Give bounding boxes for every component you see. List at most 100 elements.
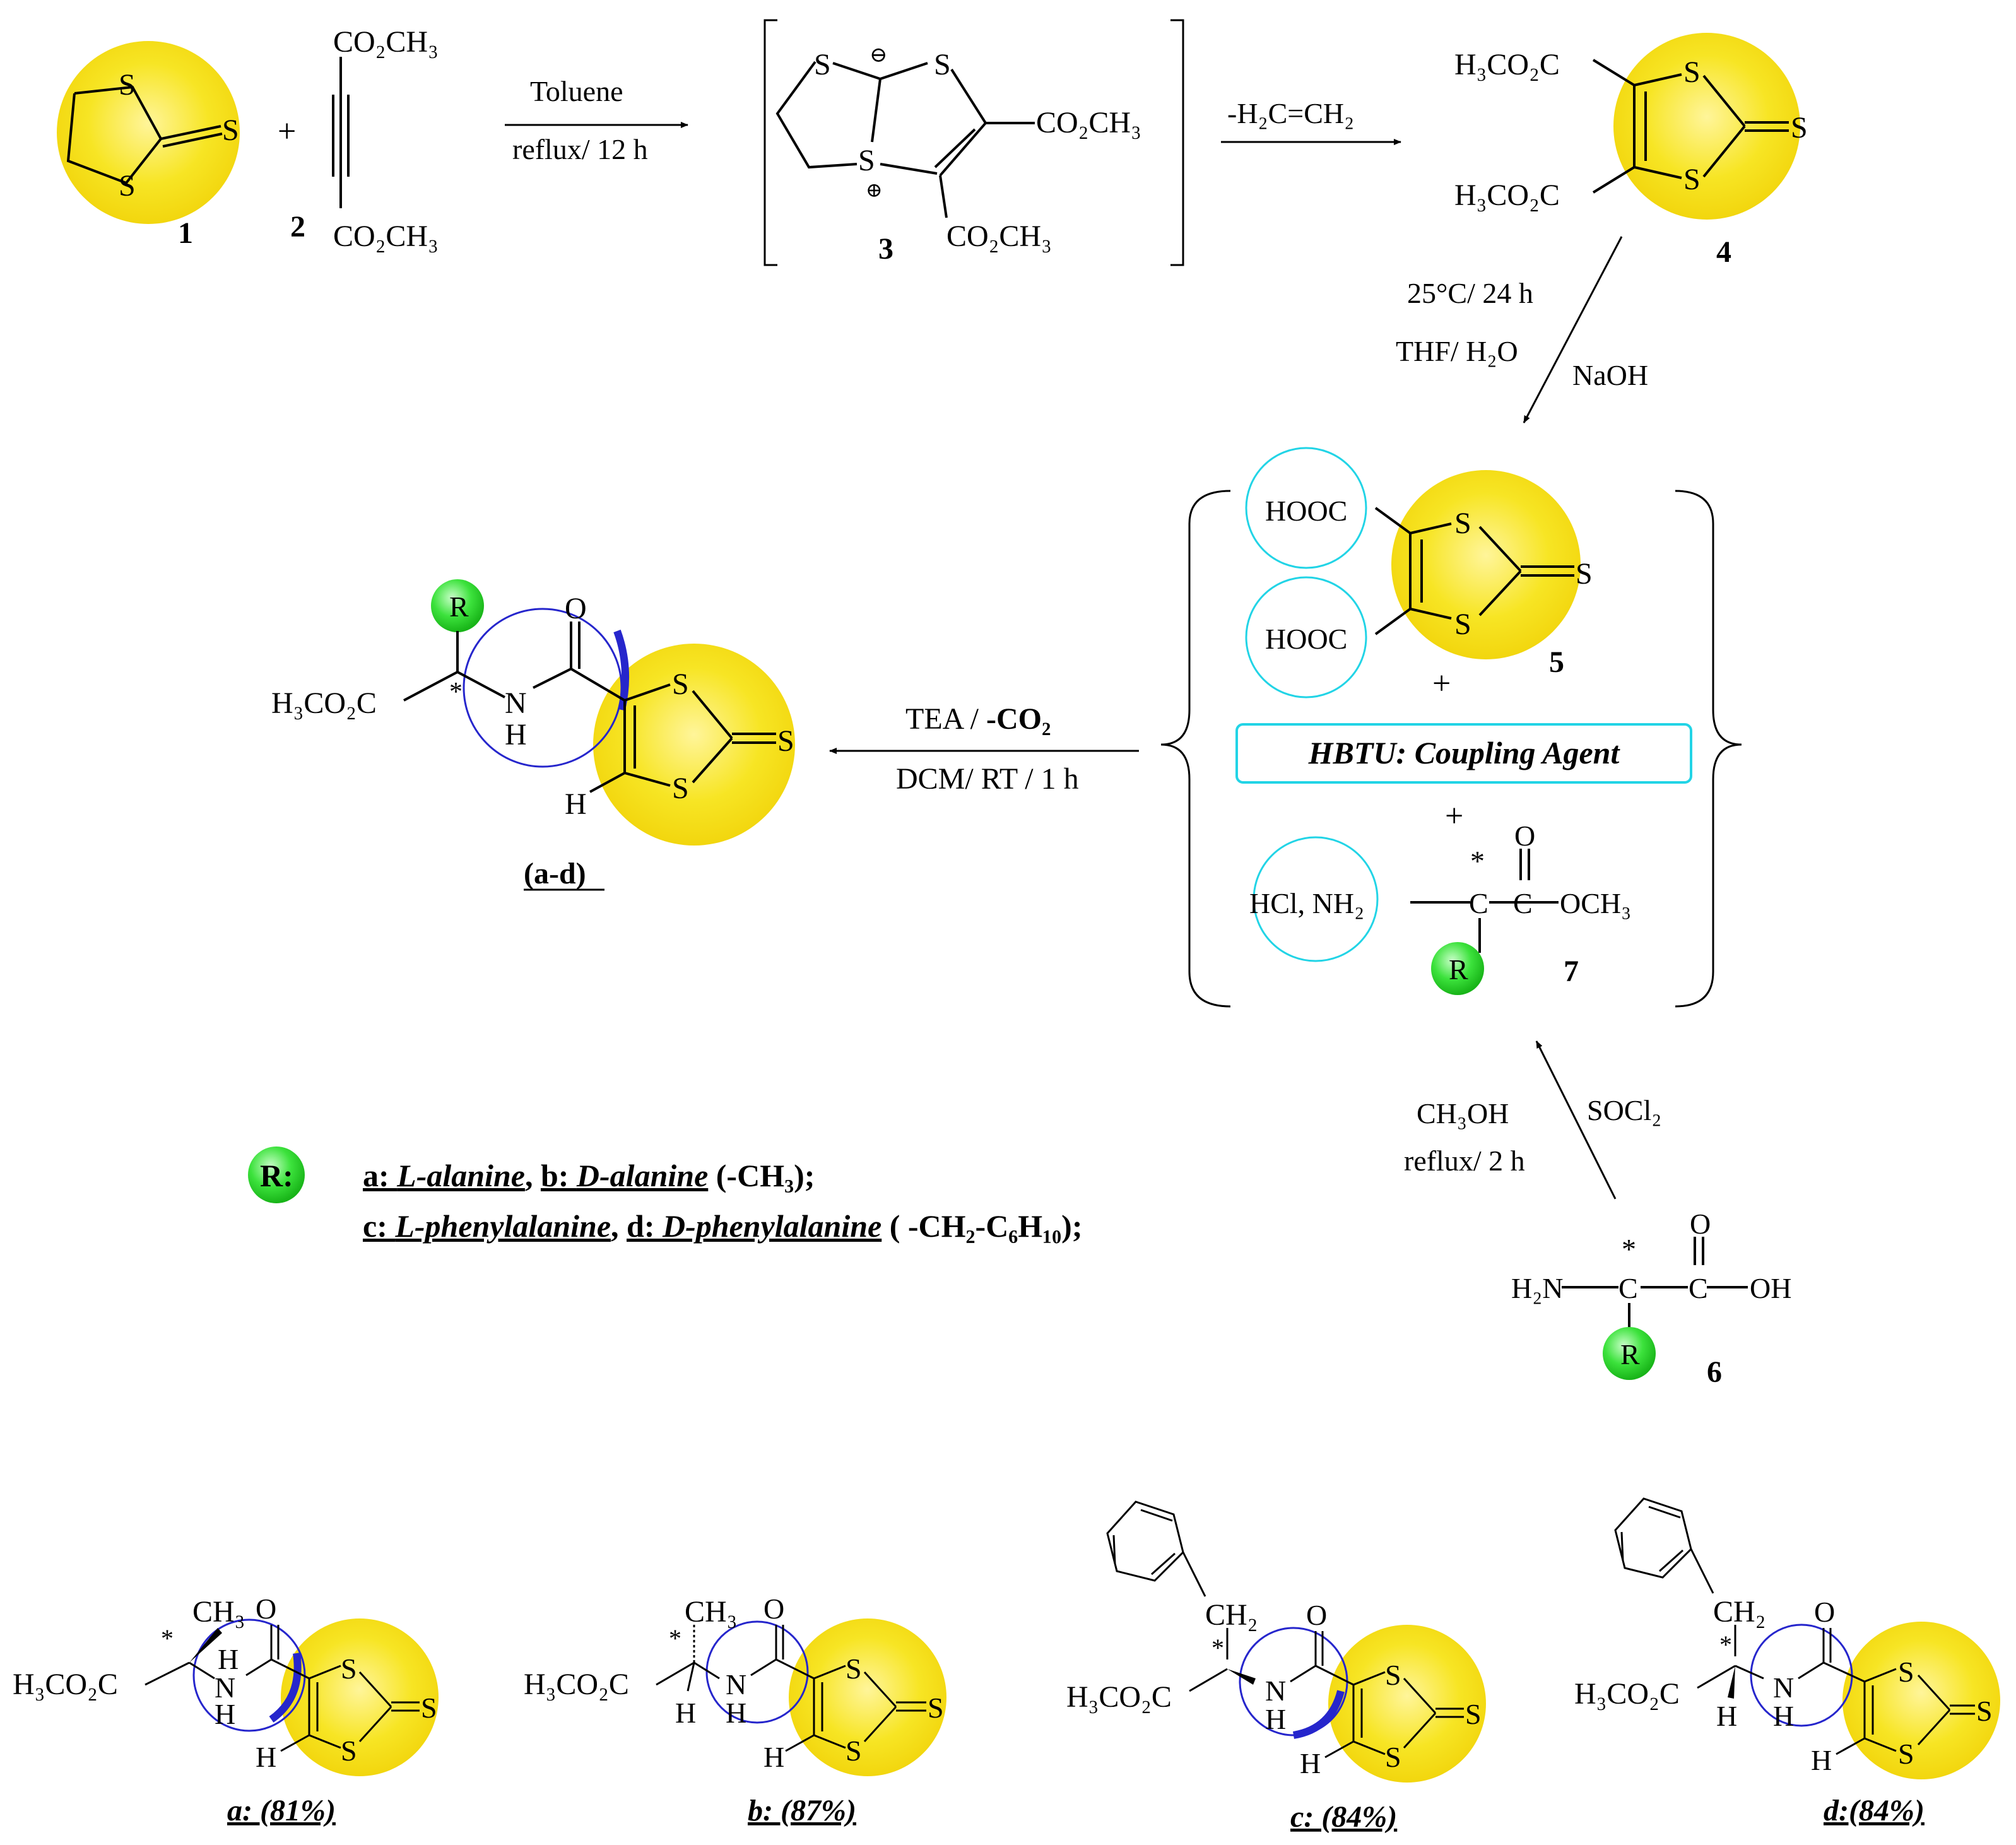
chiral-star: * (161, 1624, 174, 1653)
carbon: C (1469, 887, 1488, 919)
legend-segment: L-alanine (396, 1158, 525, 1193)
step-5-arrow: CH₃OH reflux/ 2 h SOCl₂ (1404, 1040, 1661, 1200)
legend-segment: b: (541, 1158, 577, 1193)
atom-s: S (1385, 1741, 1401, 1773)
thione-ring-highlight (281, 1618, 439, 1776)
condition-solvent: CH₃OH (1417, 1097, 1509, 1129)
chiral-star: * (1470, 845, 1485, 877)
legend-segment: c: (363, 1208, 395, 1244)
atom-h: H (763, 1741, 784, 1773)
methylene-group: CH₂ (1205, 1598, 1258, 1632)
compound-5: S S S HOOC HOOC 5 (1245, 447, 1593, 699)
carbon: C (1689, 1272, 1708, 1304)
atom-h: H (1773, 1700, 1794, 1732)
atom-s: S (341, 1653, 357, 1685)
atom-s: S (119, 68, 136, 102)
coupling-reagents-group: S S S HOOC HOOC 5 + HBTU: Coupling Agent… (1160, 447, 1742, 1008)
legend-segment: d: (627, 1208, 663, 1244)
atom-s: S (672, 668, 689, 701)
amine-highlight (1253, 836, 1379, 962)
r-group: R (449, 591, 469, 623)
condition-solvent: THF/ H₂O (1396, 335, 1518, 367)
atom-h: H (1300, 1747, 1321, 1779)
atom-s: S (1976, 1695, 1993, 1727)
product-d: H₃CO₂C * CH₂ O H N H S S S H d:(84%) (1574, 1497, 2000, 1827)
methyl-group: CH₃ (192, 1595, 245, 1629)
condition-time: reflux/ 2 h (1404, 1145, 1525, 1177)
carboxyl-highlight (1245, 576, 1367, 699)
ester-group: H₃CO₂C (271, 687, 377, 720)
hydroxyl-group: OH (1750, 1272, 1791, 1304)
atom-s: S (1454, 608, 1471, 641)
atom-n: N (1265, 1675, 1286, 1707)
yield-label: a: (81%) (227, 1794, 336, 1827)
atom-s: S (858, 144, 875, 177)
atom-s: S (421, 1692, 437, 1724)
ester-group: CO₂CH₃ (333, 220, 439, 253)
yield-label: b: (87%) (748, 1794, 856, 1827)
r-group-legend: R: a: L-alanine, b: D-alanine (-CH₃); c:… (248, 1146, 1082, 1244)
atom-h: H (565, 787, 587, 821)
compound-label-4: 4 (1716, 235, 1731, 269)
r-group-highlight (431, 579, 484, 632)
atom-o: O (565, 592, 587, 625)
step-2-arrow: -H₂C=CH₂ (1221, 97, 1401, 145)
atom-s: S (814, 48, 831, 81)
legend-segment: ( -CH₂-C₆H₁₀); (881, 1208, 1082, 1244)
r-group: R (1449, 953, 1468, 986)
compound-2: CO₂CH₃ CO₂CH₃ 2 (290, 25, 439, 253)
thione-ring-highlight (1842, 1622, 2000, 1779)
compound-4: S S S H₃CO₂C H₃CO₂C 4 (1454, 33, 1808, 269)
carboxyl-group: HOOC (1265, 623, 1347, 655)
r-group-highlight (1603, 1327, 1656, 1380)
legend-segment: L-phenylalanine (394, 1208, 611, 1244)
atom-h: H (215, 1698, 235, 1730)
atom-s: S (1454, 507, 1471, 540)
thione-ring-highlight (789, 1618, 946, 1776)
compound-label-6: 6 (1707, 1355, 1722, 1389)
atom-n: N (726, 1668, 746, 1701)
atom-o: O (1690, 1208, 1711, 1240)
product-b: H₃CO₂C * CH₃ O H N H S S S H b: (87%) (524, 1593, 946, 1827)
condition-reagent: SOCl₂ (1587, 1094, 1661, 1126)
methoxy-group: OCH₃ (1560, 887, 1631, 919)
amine-group: H₂N (1511, 1272, 1563, 1304)
ester-group: H₃CO₂C (524, 1668, 629, 1701)
methylene-group: CH₂ (1713, 1595, 1765, 1629)
condition-byproduct: -CO₂ (986, 702, 1051, 736)
atom-h: H (675, 1697, 696, 1729)
atom-s: S (672, 772, 689, 805)
atom-o: O (256, 1593, 276, 1625)
atom-s: S (1385, 1659, 1401, 1691)
methyl-group: CH₃ (685, 1595, 737, 1629)
atom-s: S (119, 169, 136, 203)
atom-s: S (1683, 56, 1701, 89)
product-a: H₃CO₂C * CH₃ O H N H S S S H a: (81%) (13, 1593, 439, 1827)
amide-highlight (1750, 1624, 1853, 1727)
condition-solvent-time: DCM/ RT / 1 h (896, 762, 1079, 796)
plus-sign: + (1445, 798, 1463, 834)
condition-time: reflux/ 12 h (512, 133, 648, 165)
compound-label-1: 1 (178, 216, 193, 250)
atom-n: N (505, 687, 527, 720)
ester-group: CO₂CH₃ (1036, 106, 1141, 139)
atom-h: H (726, 1697, 746, 1729)
legend-line-1: a: L-alanine, b: D-alanine (-CH₃); (363, 1158, 815, 1193)
condition-base-line: TEA / -CO₂ (905, 702, 1051, 736)
ester-group: H₃CO₂C (1454, 179, 1560, 212)
amide-highlight (705, 1620, 809, 1724)
legend-segment: , (525, 1158, 541, 1193)
atom-o: O (1306, 1599, 1327, 1631)
atom-h: H (256, 1741, 276, 1773)
carbon: C (1618, 1272, 1638, 1304)
carboxyl-group: HOOC (1265, 495, 1347, 527)
atom-s: S (1465, 1698, 1482, 1730)
chiral-star: * (449, 678, 463, 707)
compound-1: S S S 1 (57, 41, 240, 250)
hbtu-box: HBTU: Coupling Agent (1235, 723, 1692, 784)
coupling-agent-label: HBTU: Coupling Agent (1308, 735, 1621, 770)
atom-o: O (1814, 1596, 1835, 1628)
step-4-arrow: TEA / -CO₂ DCM/ RT / 1 h (829, 702, 1139, 796)
